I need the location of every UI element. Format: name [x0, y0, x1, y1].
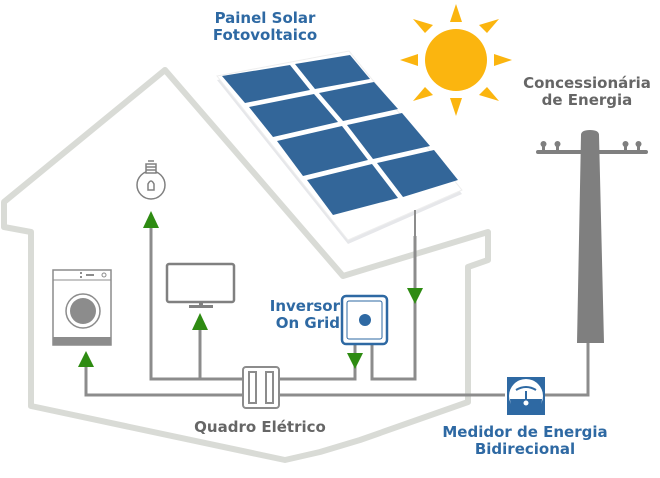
wire-bulb — [149, 222, 245, 381]
house-outline — [1, 67, 491, 463]
arrow-up-icon — [192, 313, 208, 330]
label-line: Inversor — [269, 297, 340, 315]
label-electrical-board: Quadro Elétrico — [194, 418, 326, 436]
label-solar-panel: Painel Solar Fotovoltaico — [195, 9, 335, 45]
label-line: Medidor de Energia — [442, 423, 608, 441]
label-inverter: Inversor On Grid — [250, 297, 340, 333]
wiring — [84, 222, 590, 397]
label-line: de Energia — [541, 91, 633, 110]
arrow-down-icon — [407, 288, 423, 304]
tv-icon — [165, 262, 236, 308]
wire-washer — [84, 357, 245, 397]
solar-cells — [222, 55, 458, 215]
wire-inverter-panel — [370, 236, 417, 381]
breaker-panel-icon — [242, 366, 280, 409]
label-line: Fotovoltaico — [212, 26, 318, 45]
inverter-icon — [340, 294, 389, 346]
light-bulb-icon — [136, 160, 166, 200]
washing-machine-icon — [52, 269, 112, 346]
sun-icon — [400, 4, 512, 116]
label-line: On Grid — [275, 314, 340, 333]
arrow-up-icon — [143, 211, 159, 228]
solar-panel-icon — [216, 50, 463, 244]
label-line: Bidirecional — [474, 440, 576, 459]
wire-inverter-board — [278, 345, 357, 381]
arrow-down-icon — [347, 353, 363, 369]
meter-icon — [507, 377, 545, 415]
label-line: Concessionária — [523, 74, 651, 92]
label-meter: Medidor de Energia Bidirecional — [430, 423, 620, 459]
utility-pole-icon — [536, 130, 648, 343]
label-line: Painel Solar — [214, 9, 316, 27]
wire-meter-pole — [545, 340, 590, 397]
label-utility: Concessionária de Energia — [512, 74, 660, 110]
arrow-up-icon — [78, 351, 94, 367]
flow-arrows — [78, 211, 423, 369]
